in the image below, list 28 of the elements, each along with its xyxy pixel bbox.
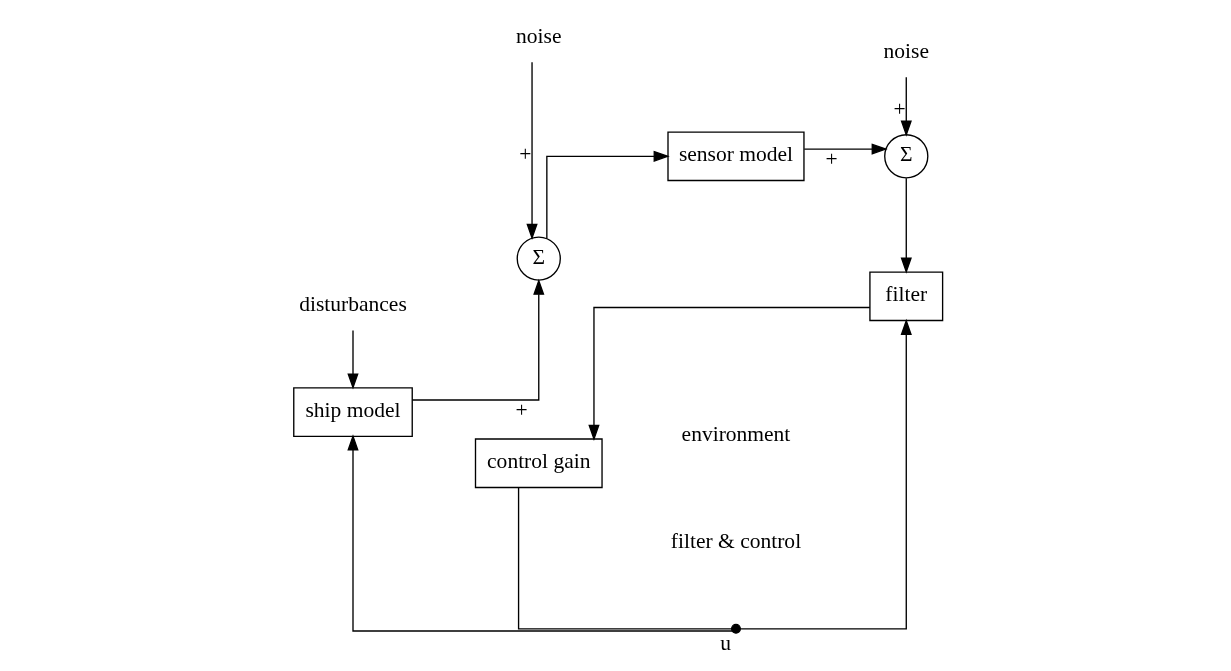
- node-dot: [730, 623, 741, 634]
- arrow: [347, 434, 733, 632]
- node-text: noise: [516, 23, 562, 48]
- arrow: [588, 306, 871, 441]
- node-label: u: [720, 631, 731, 656]
- label: environment: [681, 422, 791, 447]
- arrow: [900, 177, 912, 274]
- node-text: disturbances: [299, 291, 407, 316]
- arrow: [411, 278, 545, 401]
- node-box: filter: [869, 271, 944, 322]
- edge-label: +: [519, 141, 532, 166]
- connector: [517, 487, 733, 630]
- node-text: noise: [883, 38, 929, 63]
- arrow: [803, 143, 888, 155]
- label: filter & control: [670, 528, 802, 553]
- arrow: [546, 150, 670, 240]
- edge-label: +: [893, 97, 906, 122]
- node-box: sensor model: [667, 131, 805, 182]
- edge-label: +: [825, 147, 838, 172]
- node-circle: Σ: [884, 134, 929, 179]
- edge-label: +: [515, 398, 528, 423]
- arrow: [739, 318, 912, 630]
- node-box: ship model: [293, 387, 413, 437]
- arrow: [900, 76, 912, 137]
- arrow: [347, 329, 359, 390]
- arrow: [526, 61, 538, 240]
- node-circle: Σ: [516, 236, 561, 281]
- node-box: control gain: [474, 438, 603, 489]
